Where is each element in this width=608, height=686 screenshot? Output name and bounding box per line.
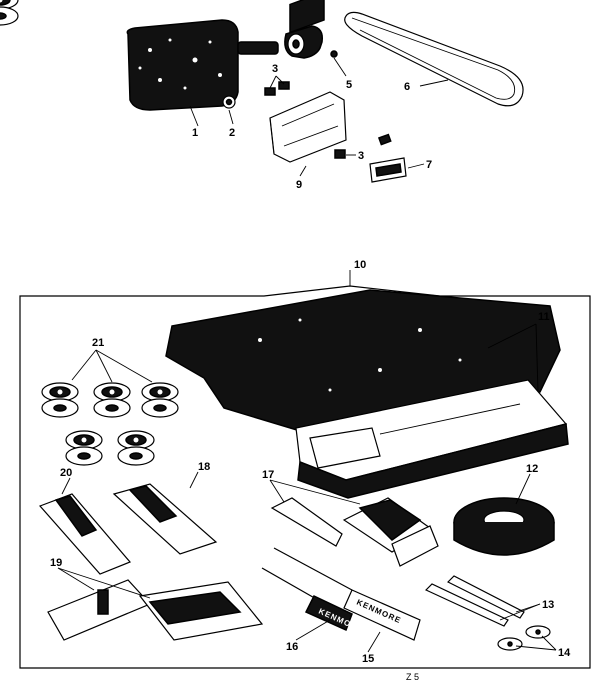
part-14-felt-washers xyxy=(497,625,551,651)
callout-1: 1 xyxy=(192,127,198,139)
part-15-screwdriver: KENMORE xyxy=(273,547,421,641)
part-5-pulley xyxy=(284,25,338,59)
callout-5: 5 xyxy=(346,79,352,91)
callout-3-bottom: 3 xyxy=(358,150,364,162)
callout-3-top: 3 xyxy=(272,63,278,75)
callout-13: 13 xyxy=(542,599,554,611)
callout-9: 9 xyxy=(296,179,302,191)
part-12-spool-disc xyxy=(453,497,555,556)
callout-11: 11 xyxy=(538,311,550,323)
leader-lines-top xyxy=(189,57,449,177)
callout-7: 7 xyxy=(426,159,432,171)
callout-17: 17 xyxy=(262,469,274,481)
part-9-bracket xyxy=(269,0,347,163)
callout-14: 14 xyxy=(558,647,571,659)
part-19-presser-feet xyxy=(47,579,264,641)
callout-15: 15 xyxy=(362,653,374,665)
part-3-screws xyxy=(264,81,392,159)
part-17-seam-ripper-and-box xyxy=(270,497,439,567)
callout-20: 20 xyxy=(60,467,72,479)
callout-10: 10 xyxy=(354,259,366,271)
part-13-brushes xyxy=(424,575,525,627)
part-6-belt xyxy=(344,11,524,107)
part-1-motor xyxy=(126,19,279,111)
footer-code: Z 5 xyxy=(406,672,419,682)
callout-2: 2 xyxy=(229,127,235,139)
part-10-kit-box-outline xyxy=(19,270,591,669)
part-2-washer xyxy=(222,95,236,109)
callout-numbers: 1 2 3 5 6 7 3 9 10 11 21 12 20 18 17 19 … xyxy=(50,63,571,665)
callout-18: 18 xyxy=(198,461,210,473)
part-18-needle-pack xyxy=(112,483,218,555)
callout-6: 6 xyxy=(404,81,410,93)
callout-12: 12 xyxy=(526,463,538,475)
callout-19: 19 xyxy=(50,557,62,569)
callout-16: 16 xyxy=(286,641,298,653)
part-11-tray xyxy=(165,289,569,499)
part-21-bobbins xyxy=(0,0,179,466)
part-20-needle-pack xyxy=(38,493,131,575)
leader-lines-bottom xyxy=(57,323,557,653)
callout-21: 21 xyxy=(92,337,104,349)
part-7-clip xyxy=(369,157,407,183)
